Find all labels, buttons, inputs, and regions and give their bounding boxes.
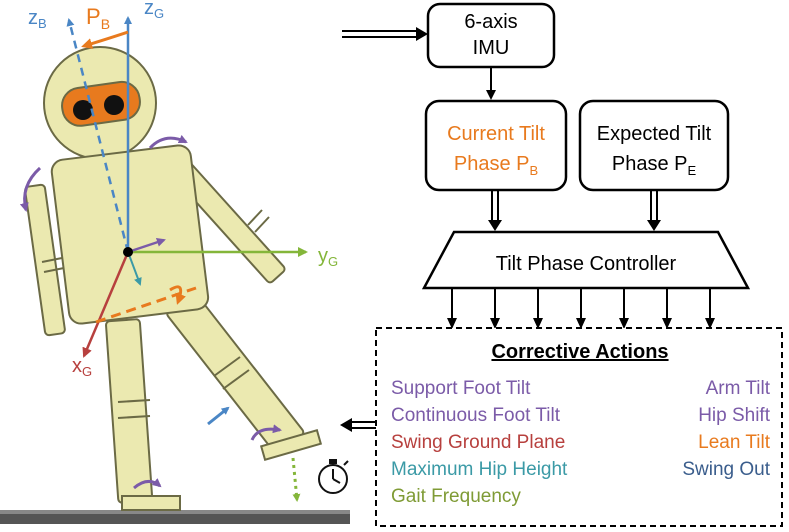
origin-point <box>123 247 133 257</box>
x-g-axis <box>82 251 130 358</box>
current-tilt-box <box>424 99 568 192</box>
tilt-phase-controller <box>421 230 751 290</box>
imu-line1: 6-axis <box>464 11 517 33</box>
swing-foot <box>259 429 323 461</box>
z-b-axis <box>66 18 130 253</box>
y-g-label: yG <box>318 245 338 269</box>
z-b-label: zB <box>28 7 47 31</box>
corrective-action-item: Hip Shift <box>698 405 771 426</box>
corrective-action-item: Support Foot Tilt <box>391 378 531 399</box>
curved-arrow-icon <box>148 134 188 150</box>
robot-torso <box>50 144 210 325</box>
expected-tilt-line1: Expected Tilt <box>597 123 712 145</box>
z-g-label: zG <box>144 0 164 21</box>
corrective-action-item: Gait Frequency <box>391 486 521 507</box>
controller-output-arrows <box>447 288 715 329</box>
current-tilt-line1: Current Tilt <box>447 123 545 145</box>
corrective-action-item: Swing Ground Plane <box>391 432 565 453</box>
x-g-label: xG <box>72 355 92 379</box>
corrective-action-item: Swing Out <box>682 459 770 480</box>
robot-figure: zB zG PB yG xG <box>0 0 350 524</box>
corrective-title: Corrective Actions <box>491 341 668 363</box>
block-diagram: 6-axis IMU Current Tilt Phase PB Expecte… <box>340 2 783 527</box>
corrective-action-item: Maximum Hip Height <box>391 459 568 480</box>
pb-curved-arrow <box>81 30 129 49</box>
expected-tilt-box <box>578 99 730 192</box>
corrective-action-item: Lean Tilt <box>698 432 771 453</box>
imu-line2: IMU <box>473 37 510 59</box>
controller-label: Tilt Phase Controller <box>496 253 677 275</box>
corrective-action-item: Continuous Foot Tilt <box>391 405 561 426</box>
stopwatch-icon <box>318 459 349 494</box>
corrective-action-item: Arm Tilt <box>706 378 771 399</box>
ground-line <box>0 514 350 524</box>
current-tilt-line2: Phase PB <box>454 153 538 178</box>
corrective-actions-box <box>375 327 783 527</box>
p-b-label: PB <box>86 4 110 32</box>
expected-tilt-line2: Phase PE <box>612 153 697 178</box>
support-foot <box>121 495 181 511</box>
